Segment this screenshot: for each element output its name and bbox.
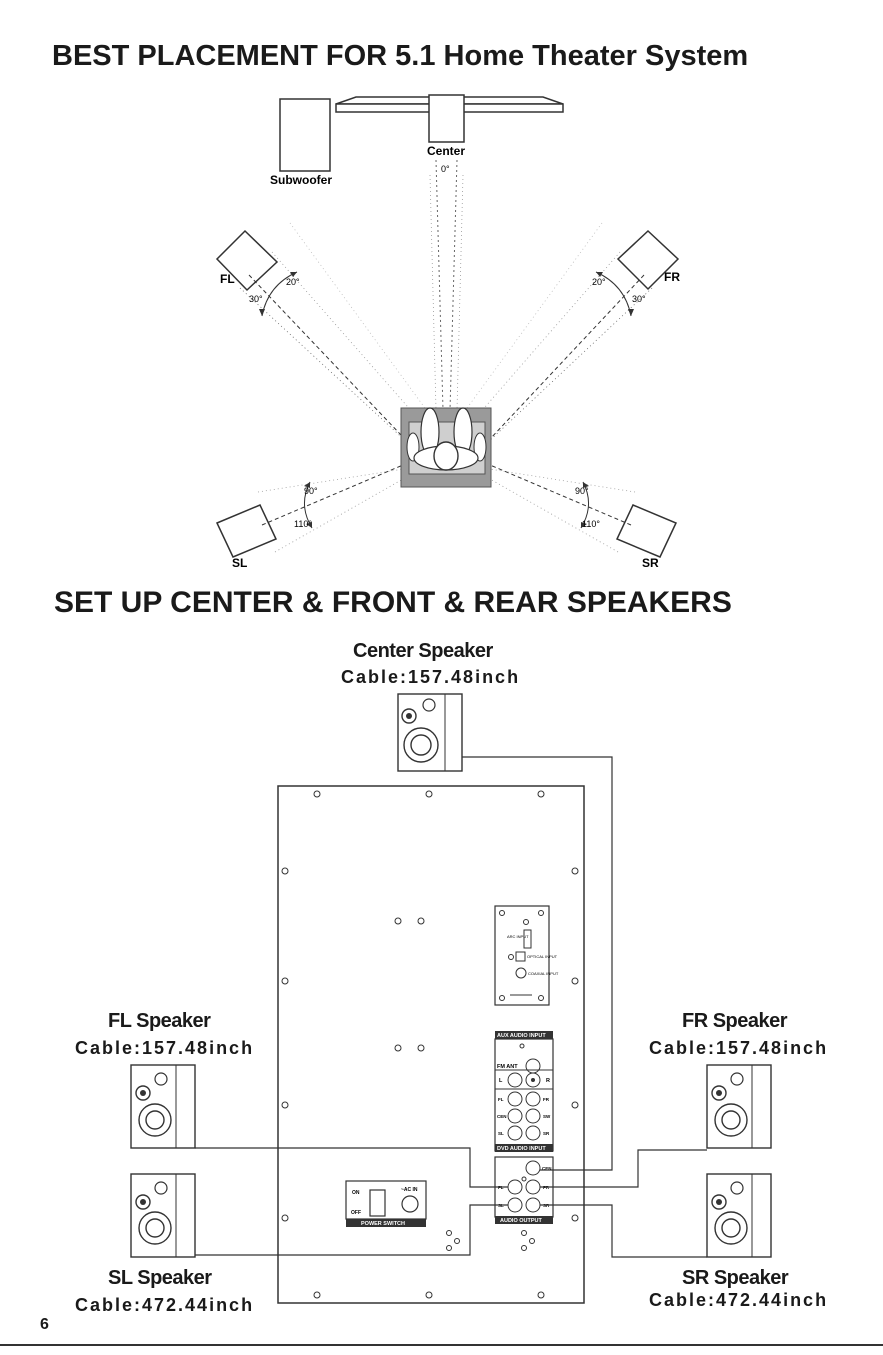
audio-output-label: AUDIO OUTPUT — [500, 1218, 543, 1224]
fl-speaker-cable: Cable:157.48inch — [75, 1038, 255, 1058]
sl-speaker-box — [215, 504, 278, 558]
subwoofer-box — [279, 98, 331, 172]
dvd-sw-jack[interactable] — [525, 1108, 541, 1124]
fl-speaker-box — [215, 229, 279, 292]
ac-in-socket[interactable] — [401, 1195, 419, 1213]
center-angle-label: 0° — [441, 164, 450, 174]
aux-audio-input-header — [495, 1031, 553, 1039]
out-cen-jack[interactable] — [525, 1160, 541, 1176]
fr-angle-20: 20° — [592, 277, 606, 287]
aux-l-jack[interactable] — [507, 1072, 523, 1088]
sl-cable — [195, 1204, 508, 1256]
dvd-sw-label: SW — [543, 1114, 551, 1119]
dvd-sl-jack[interactable] — [507, 1125, 523, 1141]
coaxial-input-label: COAXIAL INPUT — [528, 971, 559, 976]
power-rocker-switch[interactable] — [369, 1189, 386, 1217]
sr-speaker-unit — [706, 1173, 772, 1258]
dvd-fr-label: FR — [543, 1097, 550, 1102]
sl-angle-90: 90° — [304, 486, 318, 496]
center-speaker-unit — [397, 693, 463, 772]
center-cable — [462, 756, 613, 1171]
aux-audio-input-label: AUX AUDIO INPUT — [497, 1033, 546, 1039]
out-fr-jack[interactable] — [525, 1179, 541, 1195]
out-sr-jack[interactable] — [525, 1197, 541, 1213]
out-fl-jack[interactable] — [507, 1179, 523, 1195]
on-label: ON — [352, 1190, 360, 1196]
dvd-sl-label: SL — [498, 1131, 504, 1136]
bottom-rule — [0, 1344, 883, 1346]
out-sl-jack[interactable] — [507, 1197, 523, 1213]
power-switch-label: POWER SWITCH — [361, 1221, 405, 1227]
optical-input-port[interactable] — [515, 951, 526, 962]
sl-speaker-cable: Cable:472.44inch — [75, 1295, 255, 1315]
sl-speaker-title: SL Speaker — [108, 1267, 212, 1289]
dvd-sr-jack[interactable] — [525, 1125, 541, 1141]
fl-cable — [195, 1147, 508, 1188]
sr-label: SR — [642, 556, 659, 570]
coaxial-input-port[interactable] — [515, 967, 527, 979]
center-speaker-title: Center Speaker — [353, 640, 493, 662]
fm-ant-label: FM ANT — [497, 1064, 518, 1070]
center-speaker-cable: Cable:157.48inch — [341, 667, 521, 687]
arc-input-port[interactable] — [523, 929, 532, 949]
dvd-audio-input-header — [495, 1144, 553, 1152]
power-switch-header — [346, 1219, 426, 1227]
out-cen-label: CEN — [542, 1166, 552, 1171]
speaker-cables — [195, 756, 707, 1258]
aux-l-label: L — [499, 1078, 503, 1084]
dvd-sr-label: SR — [543, 1131, 550, 1136]
dvd-audio-input-label: DVD AUDIO INPUT — [497, 1146, 546, 1152]
placement-diagram: Center 0° Subwoofer FL FR 20° 30° 20° 3 — [215, 94, 680, 570]
setup-heading: SET UP CENTER & FRONT & REAR SPEAKERS — [54, 586, 732, 619]
setup-diagram: ARC INPUT OPTICAL INPUT COAXIAL INPUT AU… — [130, 693, 772, 1304]
dvd-cen-jack[interactable] — [507, 1108, 523, 1124]
dvd-fr-jack[interactable] — [525, 1091, 541, 1107]
subwoofer-label: Subwoofer — [270, 173, 332, 187]
dvd-cen-label: CEN — [497, 1114, 507, 1119]
fr-speaker-cable: Cable:157.48inch — [649, 1038, 829, 1058]
ac-in-label: ~AC IN — [401, 1187, 418, 1193]
fl-speaker-title: FL Speaker — [108, 1010, 211, 1032]
sr-speaker-title: SR Speaker — [682, 1267, 789, 1289]
dvd-fl-jack[interactable] — [507, 1091, 523, 1107]
aux-r-label: R — [546, 1078, 550, 1084]
fr-angle-30: 30° — [632, 294, 646, 304]
fr-label: FR — [664, 270, 680, 284]
fr-speaker-box — [616, 229, 680, 291]
sl-speaker-unit — [130, 1173, 196, 1258]
fl-speaker-unit — [130, 1064, 196, 1149]
fl-angle-30: 30° — [249, 294, 263, 304]
center-label: Center — [427, 144, 465, 158]
placement-heading: BEST PLACEMENT FOR 5.1 Home Theater Syst… — [52, 40, 749, 72]
audio-output-header — [495, 1216, 553, 1224]
off-label: OFF — [351, 1210, 361, 1216]
fr-speaker-title: FR Speaker — [682, 1010, 788, 1032]
subwoofer-rear-panel: ARC INPUT OPTICAL INPUT COAXIAL INPUT AU… — [277, 785, 585, 1304]
listener-sofa — [400, 407, 492, 488]
fr-speaker-unit — [706, 1064, 772, 1149]
optical-input-label: OPTICAL INPUT — [527, 954, 558, 959]
sr-cable — [540, 1204, 707, 1258]
fr-cable — [540, 1149, 707, 1188]
fl-label: FL — [220, 272, 235, 286]
fm-ant-port[interactable] — [525, 1058, 541, 1074]
sl-angle-110: 110° — [294, 519, 312, 529]
sr-speaker-cable: Cable:472.44inch — [649, 1290, 829, 1310]
sl-label: SL — [232, 556, 247, 570]
center-speaker-box — [428, 94, 465, 143]
fl-angle-20: 20° — [286, 277, 300, 287]
page-number: 6 — [40, 1316, 49, 1333]
sr-angle-110: 110° — [582, 519, 600, 529]
sr-speaker-box — [615, 504, 678, 558]
dvd-fl-label: FL — [498, 1097, 504, 1102]
arc-input-label: ARC INPUT — [507, 934, 529, 939]
sr-angle-90: 90° — [575, 486, 589, 496]
